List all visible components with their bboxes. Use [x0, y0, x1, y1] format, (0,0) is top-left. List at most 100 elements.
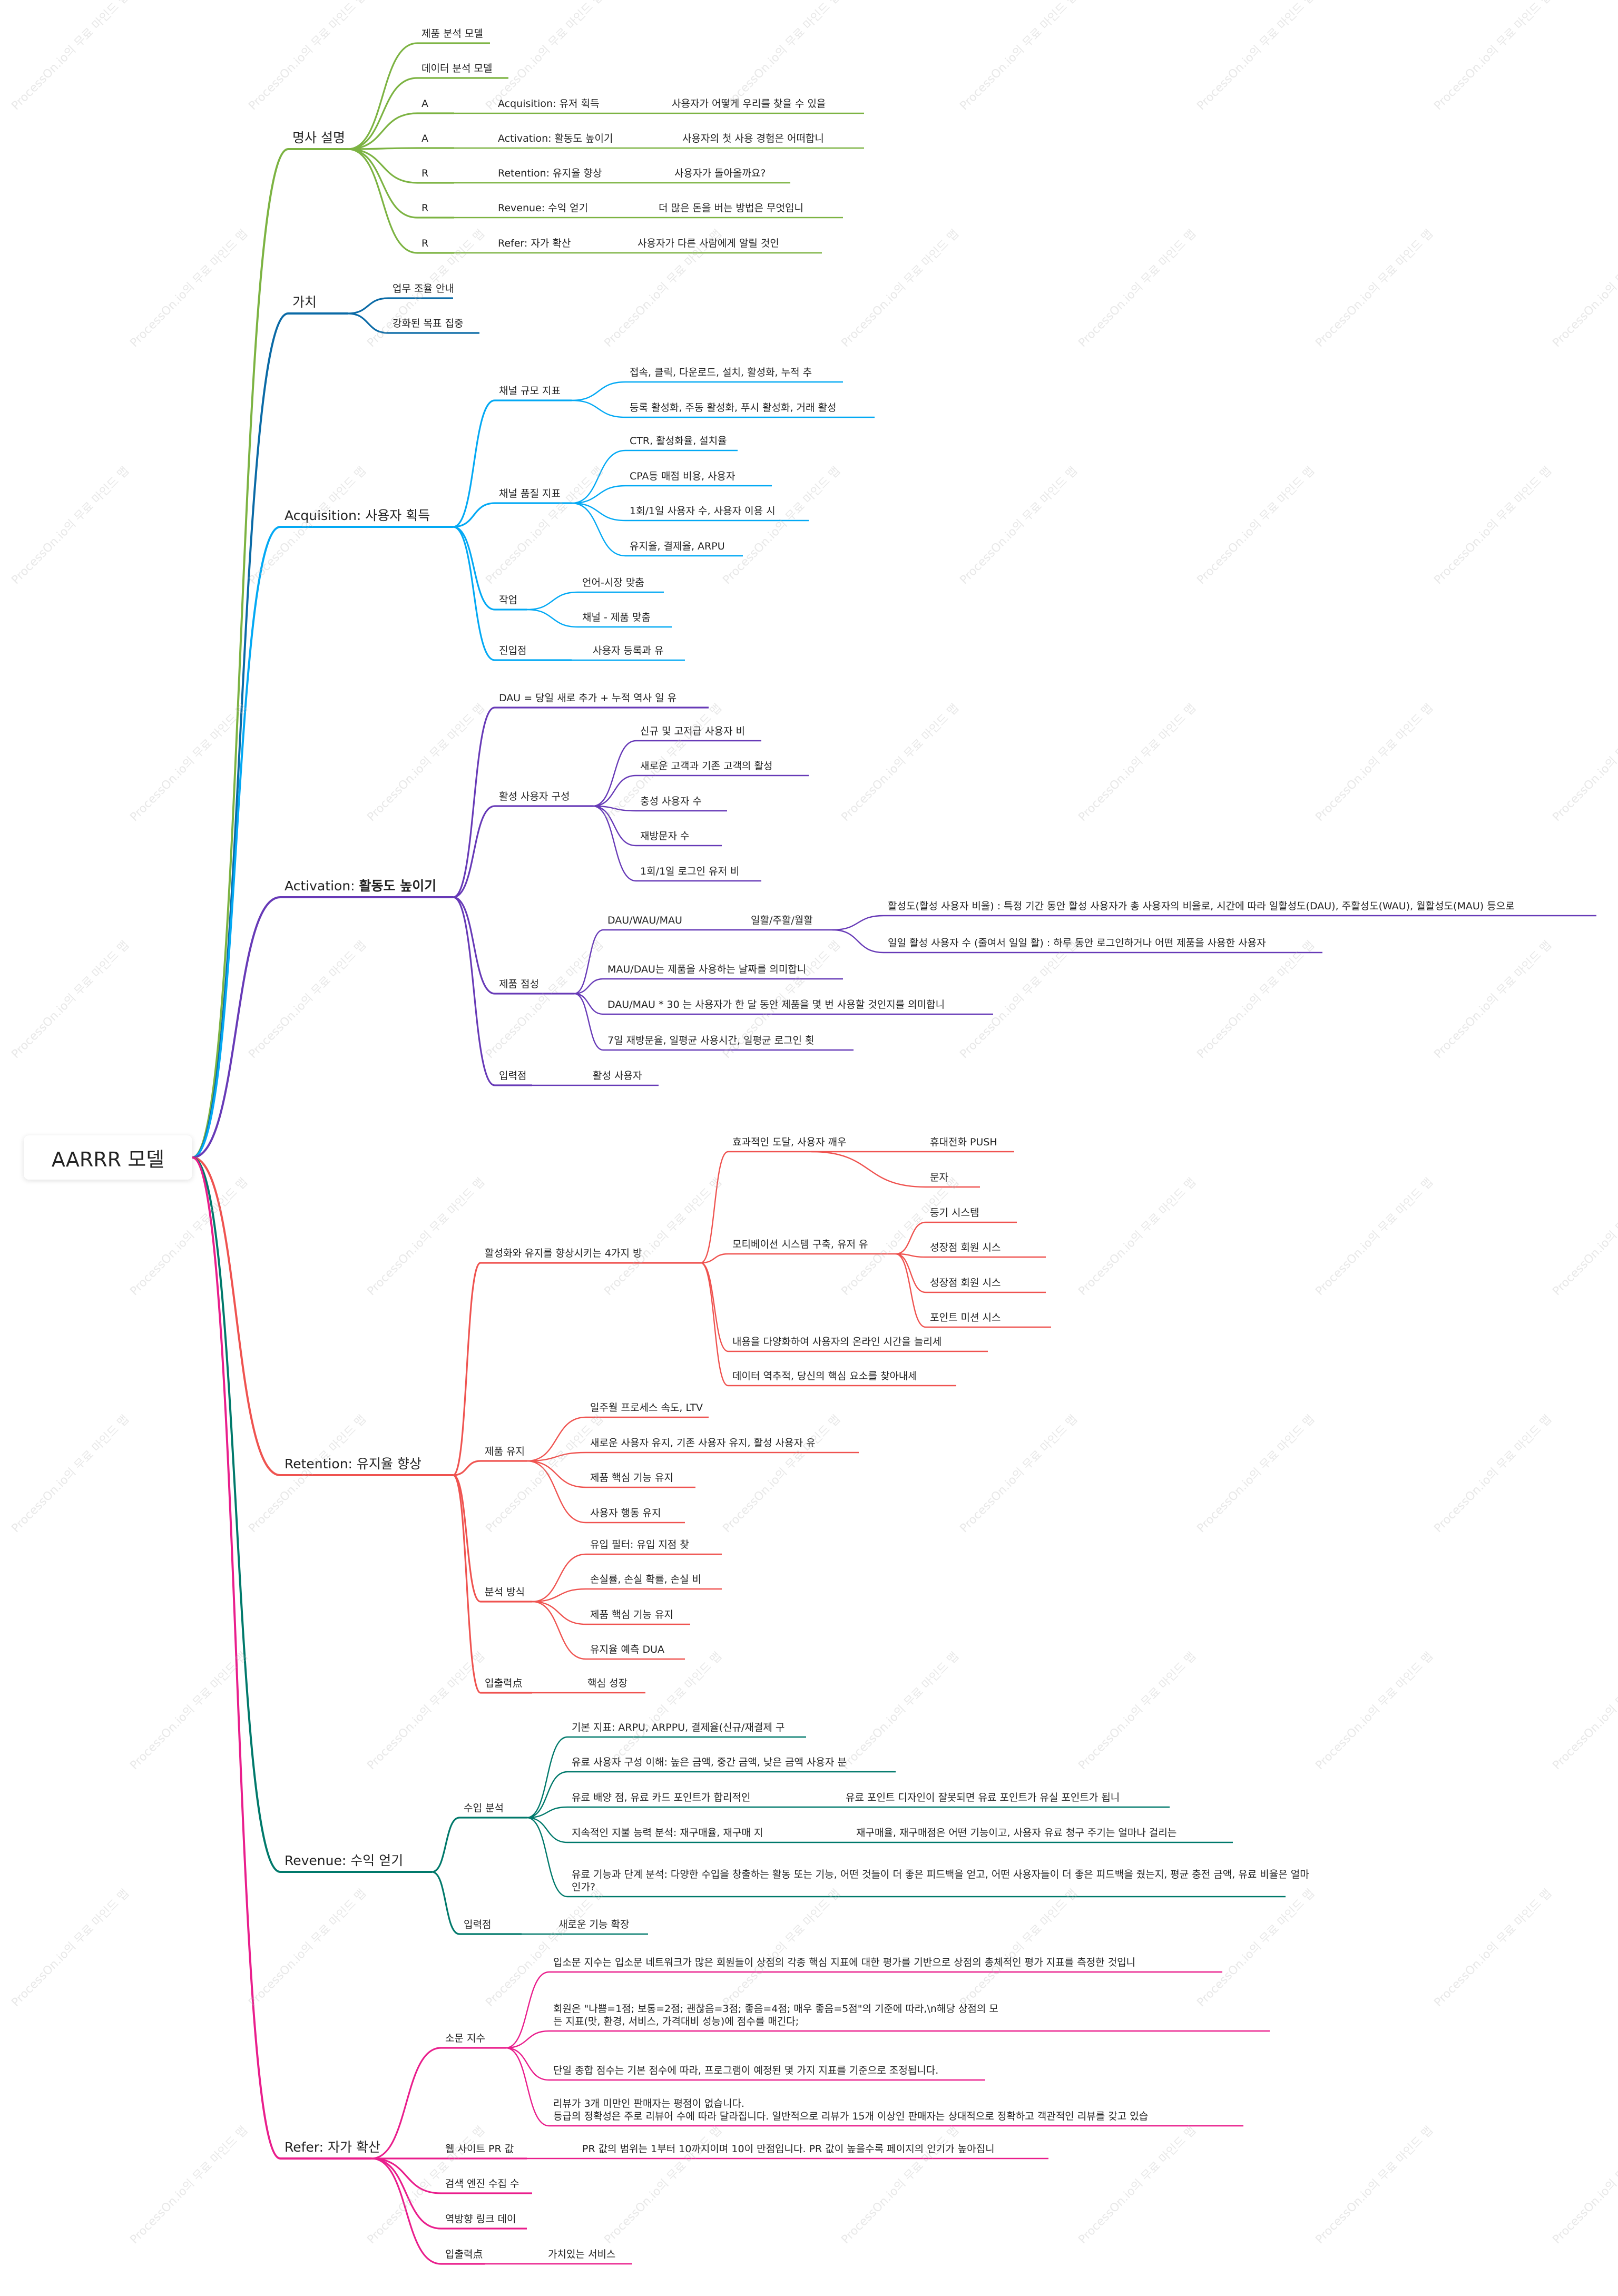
- branch-label[interactable]: Acquisition: 사용자 획득: [285, 508, 430, 524]
- branch-label[interactable]: Refer: 자가 확산: [285, 2140, 380, 2155]
- node-label[interactable]: 유료 기능과 단계 분석: 다양한 수입을 창출하는 활동 또는 기능, 어떤 …: [572, 1868, 1315, 1893]
- node-label[interactable]: CPA등 매점 비용, 사용자: [630, 470, 736, 483]
- node-label[interactable]: 사용자가 다른 사람에게 알릴 것인: [638, 237, 779, 250]
- node-label[interactable]: 모티베이션 시스템 구축, 유저 유: [732, 1238, 868, 1251]
- node-label[interactable]: 제품 핵심 기능 유지: [590, 1608, 673, 1621]
- node-label[interactable]: 리뷰가 3개 미만인 판매자는 평점이 없습니다.등급의 정확성은 주로 리뷰어…: [553, 2097, 1148, 2123]
- node-label[interactable]: 데이터 분석 모델: [421, 62, 492, 75]
- node-label[interactable]: CTR, 활성화율, 설치율: [630, 435, 727, 447]
- node-label[interactable]: DAU/WAU/MAU: [607, 914, 682, 927]
- node-label[interactable]: R: [421, 167, 428, 180]
- node-label[interactable]: 데이터 역추적, 당신의 핵심 요소를 찾아내세: [732, 1370, 917, 1382]
- node-label[interactable]: 성장점 회원 시스: [930, 1241, 1001, 1254]
- node-label[interactable]: 유입 필터: 유입 지점 찾: [590, 1538, 689, 1551]
- node-label[interactable]: 포인트 미션 시스: [930, 1311, 1001, 1324]
- node-label[interactable]: 내용을 다양화하여 사용자의 온라인 시간을 늘리세: [732, 1336, 942, 1348]
- node-label[interactable]: 새로운 사용자 유지, 기존 사용자 유지, 활성 사용자 유: [590, 1437, 815, 1449]
- node-label[interactable]: Refer: 자가 확산: [498, 237, 571, 250]
- node-label[interactable]: 회원은 "나쁨=1점; 보통=2점; 괜찮음=3점; 좋음=4점; 매우 좋음=…: [553, 2003, 1006, 2028]
- node-label[interactable]: 휴대전화 PUSH: [930, 1136, 997, 1149]
- node-label[interactable]: 유료 포인트 디자인이 잘못되면 유료 포인트가 유실 포인트가 됩니: [846, 1791, 1120, 1804]
- node-label[interactable]: 언어-시장 맞춤: [582, 576, 644, 589]
- node-label[interactable]: 활성 사용자: [593, 1069, 642, 1082]
- node-label[interactable]: 사용자의 첫 사용 경험은 어떠합니: [682, 132, 824, 145]
- branch-label[interactable]: 명사 설명: [292, 130, 345, 146]
- node-label[interactable]: R: [421, 202, 428, 214]
- root-node-aarrr[interactable]: AARRR 모델: [24, 1135, 192, 1180]
- node-label[interactable]: 제품 핵심 기능 유지: [590, 1471, 673, 1484]
- node-label[interactable]: A: [421, 97, 428, 110]
- node-label[interactable]: 사용자 등록과 유: [593, 644, 663, 657]
- node-label[interactable]: Revenue: 수익 얻기: [498, 202, 588, 214]
- node-label[interactable]: 채널 - 제품 맞춤: [582, 611, 651, 624]
- node-label[interactable]: DAU/MAU * 30 는 사용자가 한 달 동안 제품을 몇 번 사용할 것…: [607, 998, 945, 1011]
- node-label[interactable]: 등기 시스템: [930, 1206, 979, 1219]
- node-label[interactable]: 등록 활성화, 주동 활성화, 푸시 활성화, 거래 활성: [630, 401, 837, 414]
- node-label[interactable]: 7일 재방문율, 일평균 사용시간, 일평균 로그인 횟: [607, 1034, 815, 1047]
- node-label[interactable]: 유료 배양 점, 유료 카드 포인트가 합리적인: [572, 1791, 750, 1804]
- node-label[interactable]: 업무 조율 안내: [393, 282, 454, 295]
- node-label[interactable]: 제품 분석 모델: [421, 27, 483, 40]
- node-label[interactable]: 문자: [930, 1171, 948, 1184]
- node-label[interactable]: 입력점: [499, 1069, 526, 1082]
- node-label[interactable]: 기본 지표: ARPU, ARPPU, 결제율(신규/재결제 구: [572, 1721, 785, 1734]
- node-label[interactable]: 웹 사이트 PR 값: [445, 2143, 514, 2155]
- node-label[interactable]: 제품 유지: [485, 1445, 525, 1458]
- node-label[interactable]: 유지율 예측 DUA: [590, 1643, 664, 1656]
- node-label[interactable]: 채널 품질 지표: [499, 487, 561, 500]
- node-label[interactable]: 1회/1일 로그인 유저 비: [640, 865, 740, 878]
- node-label[interactable]: 작업: [499, 594, 517, 606]
- node-label[interactable]: 일일 활성 사용자 수 (줄여서 일일 활) : 하루 동안 로그인하거나 어떤…: [888, 937, 1266, 949]
- node-label[interactable]: 신규 및 고저급 사용자 비: [640, 725, 745, 738]
- branch-label[interactable]: Revenue: 수익 얻기: [285, 1853, 403, 1869]
- node-label[interactable]: 검색 엔진 수집 수: [445, 2177, 519, 2190]
- node-label[interactable]: 새로운 기능 확장: [558, 1918, 629, 1931]
- node-label[interactable]: PR 값의 범위는 1부터 10까지이며 10이 만점입니다. PR 값이 높을…: [582, 2143, 995, 2155]
- node-label[interactable]: 유료 사용자 구성 이해: 높은 금액, 중간 금액, 낮은 금액 사용자 분: [572, 1756, 847, 1769]
- node-label[interactable]: 재방문자 수: [640, 830, 689, 842]
- node-label[interactable]: 지속적인 지불 능력 분석: 재구매율, 재구매 지: [572, 1827, 763, 1839]
- branch-label[interactable]: Activation: 활동도 높이기: [285, 878, 436, 894]
- node-label[interactable]: 활성화와 유지를 향상시키는 4가지 방: [485, 1247, 642, 1260]
- node-label[interactable]: 분석 방식: [485, 1586, 525, 1598]
- node-label[interactable]: 활성도(활성 사용자 비율) : 특정 기간 동안 활성 사용자가 총 사용자의…: [888, 900, 1515, 912]
- node-label[interactable]: MAU/DAU는 제품을 사용하는 날짜를 의미합니: [607, 963, 806, 976]
- node-label[interactable]: 단일 종합 점수는 기본 점수에 따라, 프로그램이 예정된 몇 가지 지표를 …: [553, 2064, 938, 2077]
- node-label[interactable]: 강화된 목표 집중: [393, 317, 463, 330]
- node-label[interactable]: 역방향 링크 데이: [445, 2213, 516, 2225]
- node-label[interactable]: 사용자가 어떻게 우리를 찾을 수 있을: [672, 97, 826, 110]
- node-label[interactable]: 성장점 회원 시스: [930, 1277, 1001, 1289]
- node-label[interactable]: 가치있는 서비스: [548, 2248, 615, 2261]
- node-label[interactable]: 입출력点: [485, 1677, 522, 1690]
- node-label[interactable]: 재구매율, 재구매점은 어떤 기능이고, 사용자 유료 청구 주기는 얼마나 걸…: [856, 1827, 1176, 1839]
- node-label[interactable]: 일주월 프로세스 속도, LTV: [590, 1401, 703, 1414]
- node-label[interactable]: 접속, 클릭, 다운로드, 설치, 활성화, 누적 추: [630, 366, 812, 379]
- node-label[interactable]: 소문 지수: [445, 2032, 485, 2045]
- node-label[interactable]: Activation: 활동도 높이기: [498, 132, 613, 145]
- node-label[interactable]: 사용자 행동 유지: [590, 1507, 661, 1519]
- node-label[interactable]: 효과적인 도달, 사용자 깨우: [732, 1136, 846, 1149]
- node-label[interactable]: DAU = 당일 새로 추가 + 누적 역사 일 유: [499, 692, 676, 704]
- node-label[interactable]: Acquisition: 유저 획득: [498, 97, 599, 110]
- node-label[interactable]: 채널 규모 지표: [499, 385, 561, 397]
- node-label[interactable]: 핵심 성장: [587, 1677, 627, 1690]
- node-label[interactable]: 진입점: [499, 644, 526, 657]
- node-label[interactable]: Retention: 유지율 향상: [498, 167, 602, 180]
- branch-label[interactable]: Retention: 유지율 향상: [285, 1456, 421, 1472]
- node-label[interactable]: 제품 점성: [499, 978, 539, 990]
- node-label[interactable]: 입출력点: [445, 2248, 483, 2261]
- node-label[interactable]: 충성 사용자 수: [640, 795, 702, 808]
- node-label[interactable]: 유지율, 결제율, ARPU: [630, 540, 725, 553]
- node-label[interactable]: A: [421, 132, 428, 145]
- node-label[interactable]: 일활/주활/월활: [751, 914, 813, 927]
- node-label[interactable]: 활성 사용자 구성: [499, 790, 570, 803]
- node-label[interactable]: 사용자가 돌아올까요?: [674, 167, 766, 180]
- node-label[interactable]: 입력점: [464, 1918, 491, 1931]
- node-label[interactable]: 수입 분석: [464, 1802, 504, 1814]
- branch-label[interactable]: 가치: [292, 295, 317, 310]
- node-label[interactable]: 새로운 고객과 기존 고객의 활성: [640, 760, 772, 772]
- node-label[interactable]: 더 많은 돈을 버는 방법은 무엇입니: [659, 202, 803, 214]
- node-label[interactable]: 입소문 지수는 입소문 네트워크가 많은 회원들이 상점의 각종 핵심 지표에 …: [553, 1956, 1135, 1969]
- node-label[interactable]: R: [421, 237, 428, 250]
- node-label[interactable]: 1회/1일 사용자 수, 사용자 이용 시: [630, 505, 776, 517]
